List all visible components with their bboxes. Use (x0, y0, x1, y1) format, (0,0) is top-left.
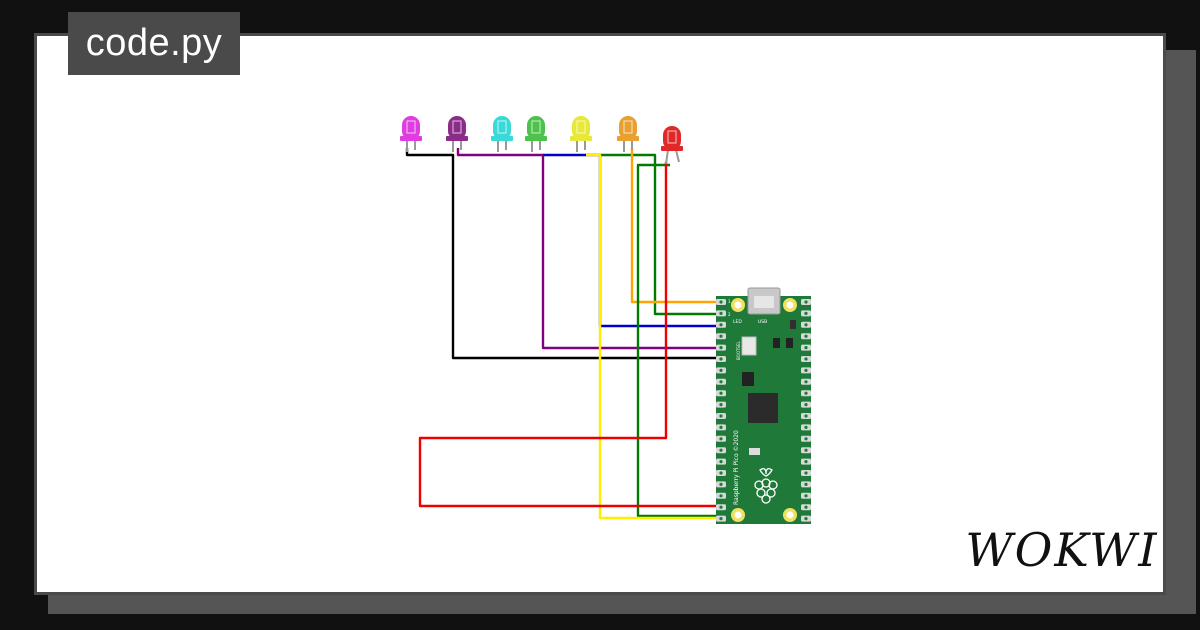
pin-hole (804, 403, 808, 407)
pin-hole (719, 425, 723, 429)
led-green[interactable] (525, 116, 547, 152)
pin-hole (804, 323, 808, 327)
pin-hole (804, 334, 808, 338)
pin-hole (804, 517, 808, 521)
pin-hole (719, 448, 723, 452)
pin-header-right[interactable] (801, 299, 811, 522)
led-yellow[interactable] (570, 116, 592, 152)
pin-hole (719, 403, 723, 407)
pin-hole (804, 505, 808, 509)
pin-hole (719, 482, 723, 486)
wire-yellow[interactable] (586, 153, 722, 520)
wire-red[interactable] (418, 162, 722, 508)
pin-hole (719, 334, 723, 338)
raspberry-logo-icon (754, 468, 778, 504)
pin-hole (804, 311, 808, 315)
pin-header-left[interactable] (716, 299, 726, 522)
pin-hole (719, 357, 723, 361)
pin2-label: 2 (728, 312, 731, 317)
raspberry-pi-pico-board[interactable]: Raspberry Pi Pico ©2020 USB LED BOOTSEL … (716, 287, 811, 524)
usb-label: USB (758, 319, 767, 325)
file-name-tab[interactable]: code.py (68, 12, 240, 75)
wire-orange[interactable] (630, 148, 722, 304)
led-orange[interactable] (617, 116, 639, 152)
pin-hole (804, 380, 808, 384)
pin-hole (804, 448, 808, 452)
pin-hole (804, 437, 808, 441)
pin-hole (719, 300, 723, 304)
led-purple[interactable] (446, 116, 468, 152)
pin-hole (719, 368, 723, 372)
wires (405, 148, 722, 520)
pin-hole (804, 357, 808, 361)
pin1-label: 1 (728, 299, 731, 304)
led-cyan[interactable] (491, 116, 513, 152)
pin-hole (804, 414, 808, 418)
pin-hole (719, 391, 723, 395)
led-red[interactable] (661, 126, 683, 165)
rp2040-chip (748, 393, 778, 423)
pin-hole (719, 323, 723, 327)
wire-green-top[interactable] (600, 153, 722, 316)
bootsel-label: BOOTSEL (736, 341, 741, 360)
pin-hole (804, 391, 808, 395)
pin-hole (804, 471, 808, 475)
led-label: LED (733, 319, 742, 325)
led-magenta[interactable] (400, 116, 422, 152)
pin-hole (804, 300, 808, 304)
pin-hole (719, 460, 723, 464)
pin-hole (719, 414, 723, 418)
pin-hole (804, 368, 808, 372)
pin-hole (719, 494, 723, 498)
pin-hole (719, 311, 723, 315)
pin-hole (719, 517, 723, 521)
pin-hole (804, 425, 808, 429)
wire-purple[interactable] (456, 148, 722, 350)
pin-hole (719, 380, 723, 384)
pin-hole (719, 437, 723, 441)
pin-hole (804, 460, 808, 464)
board-name-label: Raspberry Pi Pico ©2020 (733, 430, 740, 505)
wokwi-logo: WOKWI (965, 523, 1158, 577)
pin-hole (719, 505, 723, 509)
wokwi-logo-text: WOKWI (965, 523, 1158, 577)
pin-hole (804, 494, 808, 498)
pin-hole (719, 471, 723, 475)
bootsel-button[interactable] (741, 336, 757, 356)
pin-hole (719, 346, 723, 350)
wire-black[interactable] (405, 148, 722, 360)
wire-green[interactable] (636, 163, 722, 518)
pin-hole (804, 482, 808, 486)
onboard-led (790, 320, 796, 329)
pin-hole (804, 346, 808, 350)
